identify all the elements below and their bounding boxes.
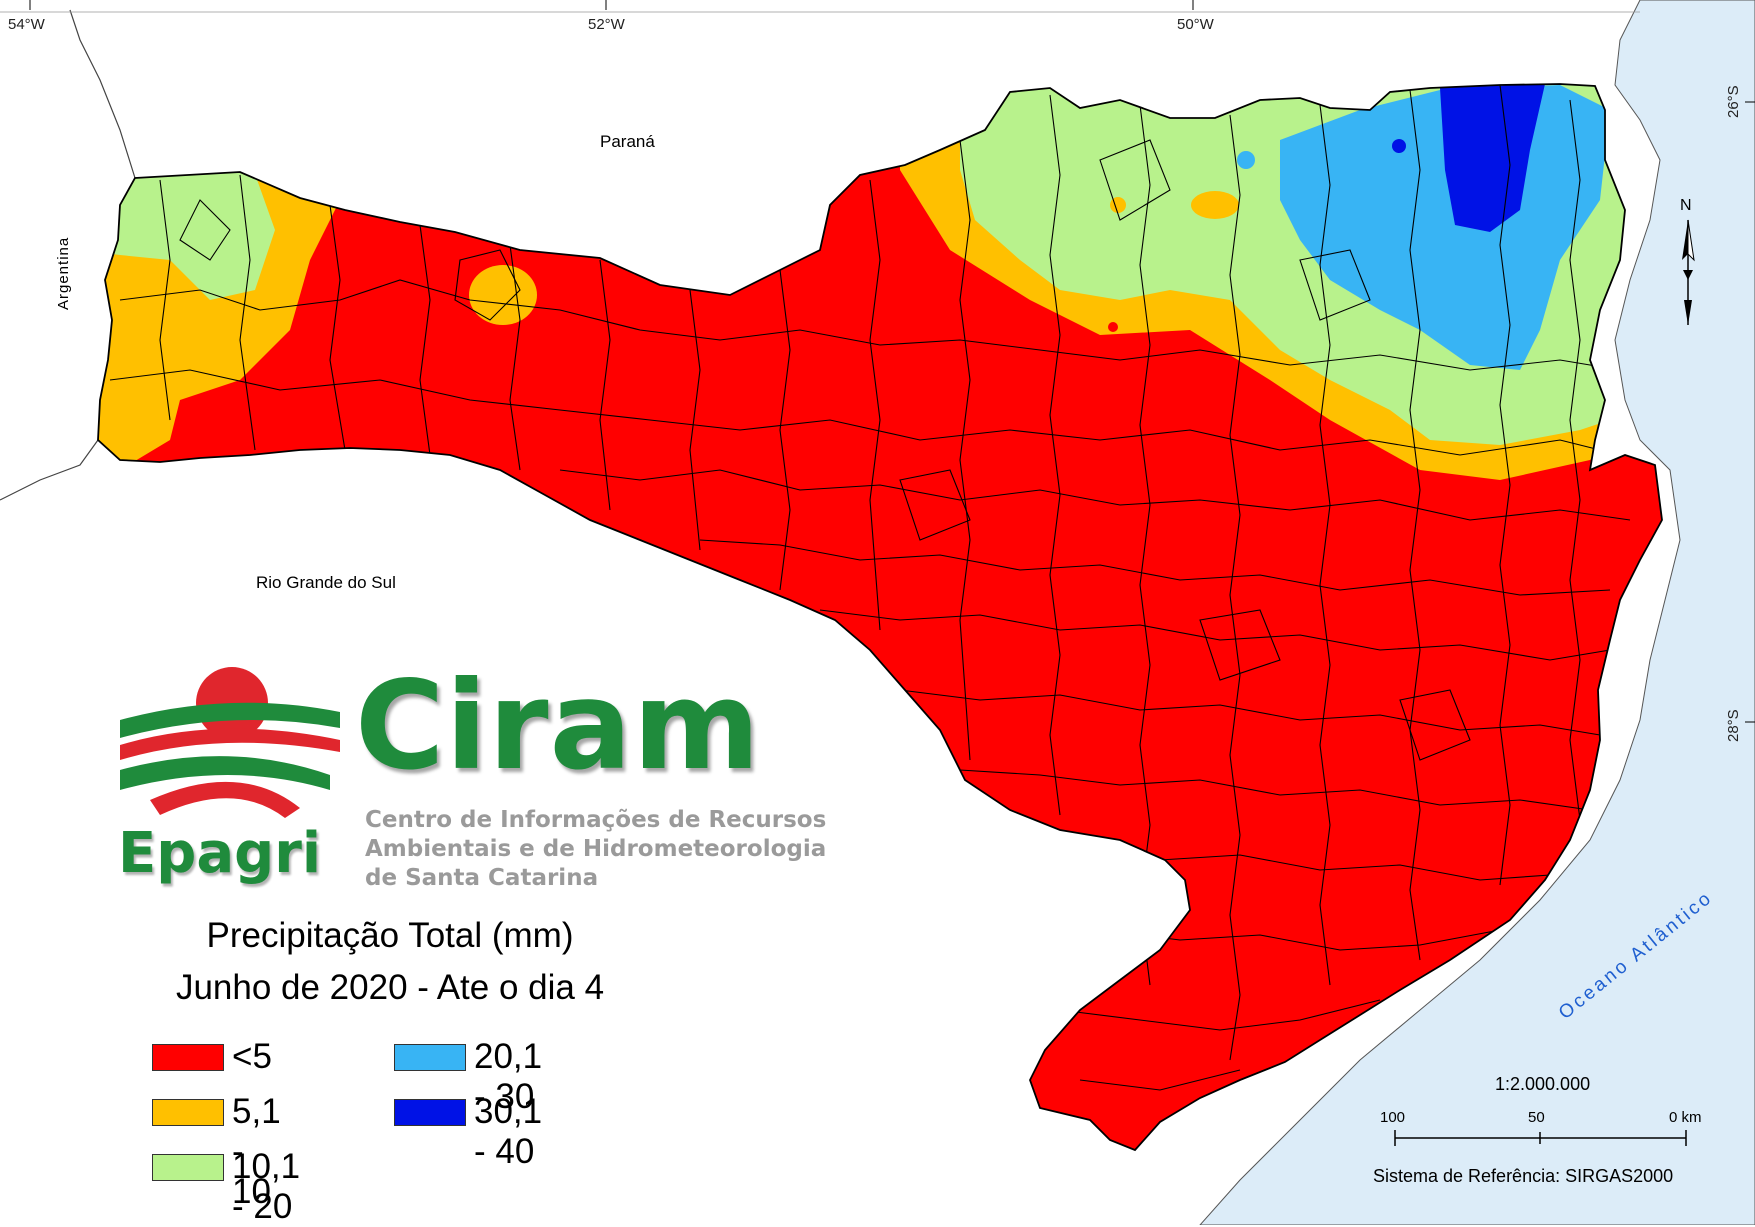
- scale-tick-50: 50: [1528, 1109, 1545, 1126]
- legend-label: 20,1 - 30: [474, 1037, 543, 1116]
- scale-tick-100: 100: [1380, 1109, 1406, 1126]
- map-title-line-2: Junho de 2020 - Ate o dia 4: [175, 968, 605, 1007]
- legend-swatch: [394, 1044, 466, 1071]
- scale-tick-0: 0 km: [1669, 1109, 1702, 1126]
- scale-bar: [1394, 1130, 1687, 1146]
- lon-50-label: 50°W: [1177, 16, 1214, 33]
- epagri-logo-mark: [120, 667, 340, 818]
- spot-blue-3: [1392, 139, 1406, 153]
- north-label: N: [1680, 197, 1692, 214]
- lon-52-label: 52°W: [588, 16, 625, 33]
- north-arrow-icon: [1682, 219, 1695, 325]
- legend-swatch: [152, 1044, 224, 1071]
- legend-swatch: [152, 1154, 224, 1181]
- parana-label: Paraná: [600, 132, 655, 151]
- spot-orange-1: [1191, 191, 1239, 219]
- rio-grande-label: Rio Grande do Sul: [256, 573, 396, 592]
- reference-system: Sistema de Referência: SIRGAS2000: [1373, 1166, 1674, 1186]
- zone-5-10-spot: [469, 265, 537, 325]
- municipal-boundaries: [109, 84, 1631, 1091]
- spot-orange-2: [1110, 197, 1126, 213]
- lat-28-label: 28°S: [1725, 709, 1742, 742]
- epagri-logo-text: Epagri: [118, 821, 322, 886]
- logo-subtitle-1: Centro de Informações de Recursos: [365, 807, 827, 833]
- legend-label: <5: [232, 1037, 272, 1076]
- ocean-area: [1199, 0, 1755, 1225]
- scale-ratio: 1:2.000.000: [1495, 1074, 1591, 1094]
- border-rio-grande: [0, 439, 99, 501]
- zone-10-20-west: [98, 160, 275, 300]
- legend-label: 30,1 - 40: [474, 1092, 543, 1171]
- ciram-logo-text: Ciram: [355, 655, 761, 797]
- zone-30-40: [1440, 84, 1545, 232]
- legend-swatch: [394, 1099, 466, 1126]
- legend-swatch: [152, 1099, 224, 1126]
- spot-red-1: [1108, 322, 1118, 332]
- logo-subtitle-2: Ambientais e de Hidrometeorologia: [365, 836, 827, 862]
- lon-54-label: 54°W: [8, 16, 45, 33]
- logo-subtitle-3: de Santa Catarina: [365, 865, 599, 891]
- map-title-line-1: Precipitação Total (mm): [206, 916, 574, 955]
- border-argentina: [69, 9, 136, 179]
- lat-26-label: 26°S: [1725, 85, 1742, 118]
- legend-label: 10,1 - 20: [232, 1147, 301, 1226]
- legend-label: 5,1 - 10: [232, 1092, 281, 1211]
- argentina-label: Argentina: [55, 237, 72, 310]
- spot-blue-2: [1237, 151, 1255, 169]
- state-outline: [97, 83, 1663, 1152]
- graticule-ticks: [29, 0, 1755, 723]
